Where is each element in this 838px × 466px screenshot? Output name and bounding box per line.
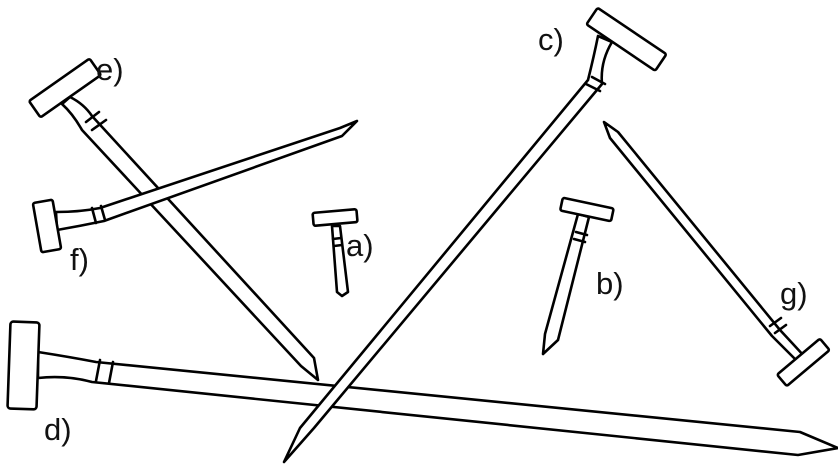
- nail-f-shank: [54, 119, 359, 232]
- nail-g: [602, 120, 831, 387]
- nail-g-band: [768, 316, 788, 335]
- nail-f-band: [90, 204, 107, 225]
- nail-a-band: [331, 236, 344, 248]
- nail-d-shank: [36, 350, 838, 457]
- label-e: e): [96, 52, 124, 87]
- nail-g-head: [776, 338, 831, 387]
- nail-c-band: [584, 75, 607, 93]
- nail-c: [282, 7, 667, 464]
- label-g: g): [780, 276, 808, 311]
- nail-a-head: [311, 207, 359, 228]
- nail-e-head: [28, 58, 102, 118]
- nail-c-head: [585, 7, 667, 72]
- nail-d: [6, 320, 838, 457]
- nail-b-band: [572, 230, 589, 244]
- label-a: a): [346, 228, 374, 263]
- nail-b: [541, 196, 615, 356]
- nail-c-shank: [282, 34, 614, 464]
- nail-a-shank: [330, 224, 350, 298]
- nail-d-head: [6, 320, 41, 411]
- nail-d-band: [94, 358, 115, 385]
- label-c: c): [538, 22, 564, 57]
- nail-b-head: [559, 196, 615, 223]
- label-f: f): [70, 242, 89, 277]
- nail-f: [31, 119, 359, 254]
- nail-f-head: [31, 198, 63, 254]
- label-d: d): [44, 412, 72, 447]
- nail-e: [28, 58, 320, 382]
- nail-e-band: [84, 110, 108, 132]
- nail-g-shank: [602, 120, 806, 364]
- nail-e-shank: [60, 95, 320, 382]
- nail-a: [311, 207, 359, 298]
- label-b: b): [596, 266, 624, 301]
